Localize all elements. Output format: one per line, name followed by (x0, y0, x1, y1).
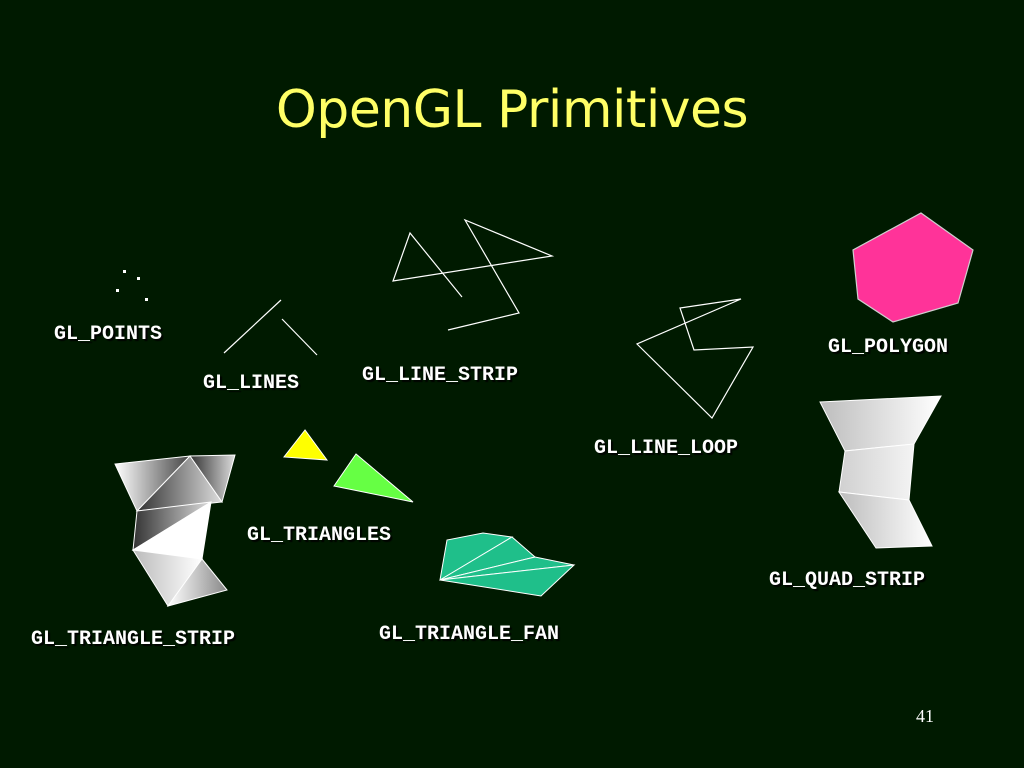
line-strip-shape (392, 218, 555, 331)
quad-strip-shape (819, 395, 942, 549)
label-gl-triangle-fan: GL_TRIANGLE_FAN (379, 623, 560, 646)
label-gl-line-loop: GL_LINE_LOOP (594, 437, 739, 460)
page-number: 41 (916, 706, 934, 726)
triangle-strip-shape (114, 454, 236, 607)
triangle-fan-shape (439, 532, 576, 597)
triangles-shape (283, 429, 414, 503)
lines-shape (223, 299, 318, 356)
label-gl-polygon: GL_POLYGON (828, 336, 949, 359)
slide-title: OpenGL Primitives (275, 80, 749, 140)
label-gl-lines: GL_LINES (203, 372, 300, 395)
label-gl-line-strip: GL_LINE_STRIP (362, 364, 519, 387)
label-gl-triangles: GL_TRIANGLES (247, 524, 392, 547)
label-gl-triangle-strip: GL_TRIANGLE_STRIP (31, 628, 236, 651)
line-loop-shape (635, 298, 755, 419)
polygon-shape (852, 212, 974, 323)
points-shape (116, 270, 148, 301)
label-gl-points: GL_POINTS (54, 323, 163, 346)
label-gl-quad-strip: GL_QUAD_STRIP (769, 569, 926, 592)
